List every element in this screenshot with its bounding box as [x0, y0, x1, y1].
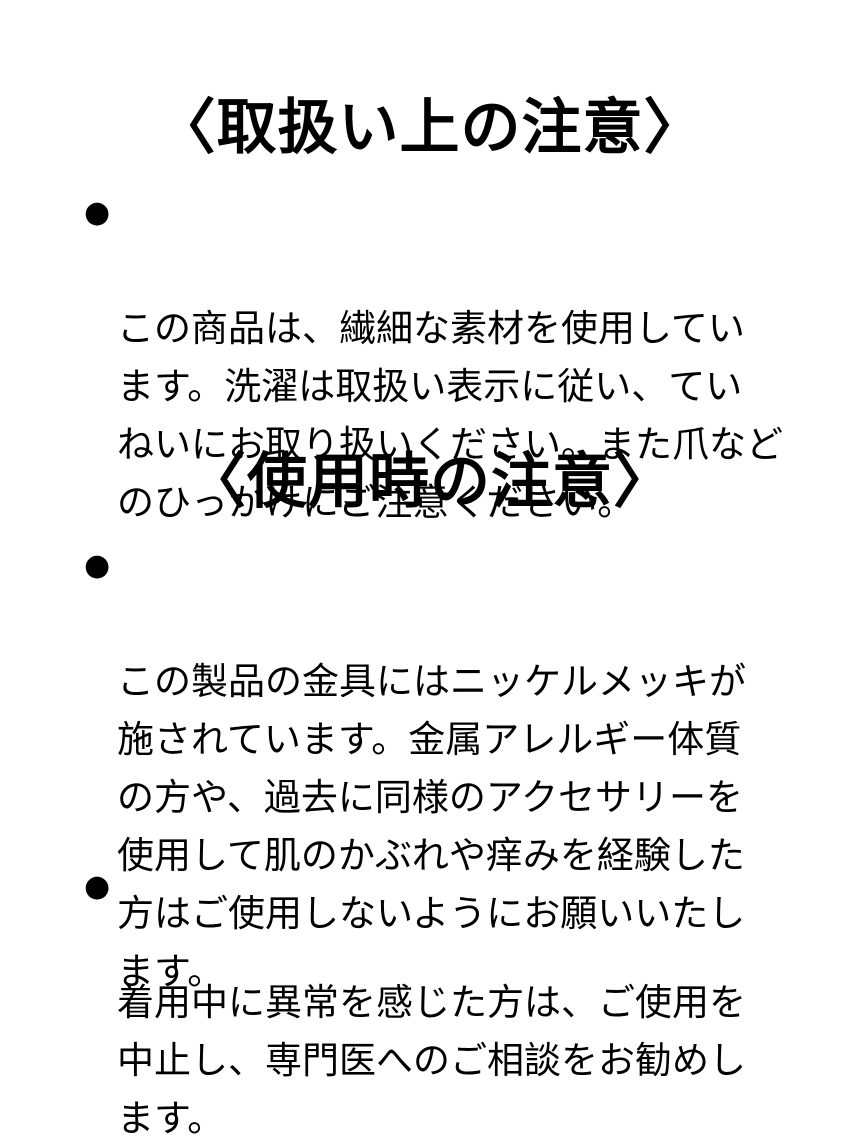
- nickel-allergy-note-text: この製品の金具にはニッケルメッキが 施されています。金属アレルギー体質 の方や、…: [117, 660, 746, 993]
- bullet-icon: ●: [84, 548, 111, 583]
- bullet-icon: ●: [84, 869, 111, 904]
- handling-note: ● この商品は、繊細な素材を使用してい ます。洗濯は取扱い表示に従い、てい ねい…: [84, 184, 784, 532]
- nickel-allergy-note: ● この製品の金具にはニッケルメッキが 施されています。金属アレルギー体質 の方…: [84, 537, 784, 1001]
- usage-precautions-heading: 〈使用時の注意〉: [186, 447, 674, 517]
- handling-precautions-heading: 〈取扱い上の注意〉: [155, 93, 705, 163]
- handling-note-text: この商品は、繊細な素材を使用してい ます。洗濯は取扱い表示に従い、てい ねいにお…: [117, 307, 783, 524]
- care-instructions-page: 〈取扱い上の注意〉 ● この商品は、繊細な素材を使用してい ます。洗濯は取扱い表…: [84, 93, 784, 1140]
- abnormality-note-text: 着用中に異常を感じた方は、ご使用を 中止し、専門医へのご相談をお勧めし ます。: [117, 981, 746, 1140]
- abnormality-note: ● 着用中に異常を感じた方は、ご使用を 中止し、専門医へのご相談をお勧めし ます…: [84, 858, 784, 1148]
- bullet-icon: ●: [84, 195, 111, 230]
